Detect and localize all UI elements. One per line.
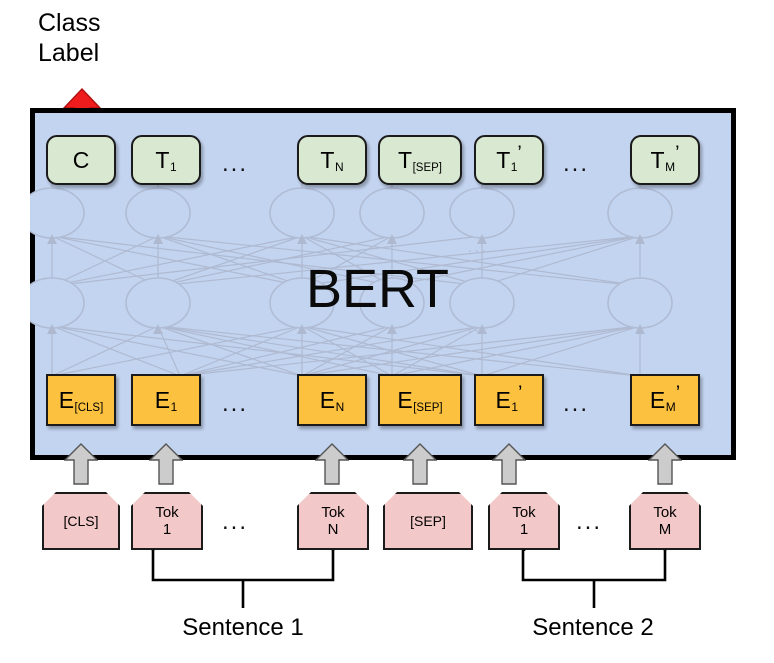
- grey-up-arrow-icon-N: [315, 443, 349, 485]
- grey-up-arrow-icon-1: [149, 443, 183, 485]
- bert-wordmark: BERT: [306, 259, 450, 319]
- output-box-TSEP[interactable]: T[SEP]: [378, 135, 462, 185]
- input-token-1-prime[interactable]: Tok 1: [488, 492, 560, 550]
- input-token-M-prime[interactable]: Tok M: [629, 492, 701, 550]
- token-row-ellipsis-left: ...: [222, 508, 249, 535]
- network-layer-dots-lower: ...: [468, 319, 489, 335]
- embedding-row-ellipsis-right: ...: [563, 390, 590, 417]
- class-label-text: Class Label: [38, 9, 101, 67]
- output-row-ellipsis-left: ...: [222, 150, 249, 177]
- sentence-1-bracket: [151, 550, 335, 608]
- input-token-1[interactable]: Tok 1: [131, 492, 203, 550]
- grey-up-arrow-icon-M-prime: [648, 443, 682, 485]
- token-row-ellipsis-right: ...: [576, 508, 603, 535]
- output-C-label: C: [72, 146, 90, 173]
- grey-up-arrow-icon-1-prime: [492, 443, 526, 485]
- grey-up-arrow-icon-sep: [403, 443, 437, 485]
- sentence-1-label: Sentence 1: [182, 614, 304, 641]
- embedding-box-ESEP[interactable]: E[SEP]: [378, 374, 462, 426]
- input-token-CLS[interactable]: [CLS]: [42, 492, 120, 550]
- network-layer-dots-upper: ...: [468, 239, 489, 255]
- embedding-box-ECLS[interactable]: E[CLS]: [46, 374, 116, 426]
- output-box-C[interactable]: C: [46, 135, 116, 185]
- input-token-SEP[interactable]: [SEP]: [383, 492, 473, 550]
- grey-up-arrow-icon-cls: [64, 443, 98, 485]
- output-row-ellipsis-right: ...: [563, 150, 590, 177]
- input-token-N[interactable]: Tok N: [297, 492, 369, 550]
- sentence-2-bracket: [521, 550, 667, 608]
- sentence-2-label: Sentence 2: [532, 614, 654, 641]
- embedding-row-ellipsis-left: ...: [222, 390, 249, 417]
